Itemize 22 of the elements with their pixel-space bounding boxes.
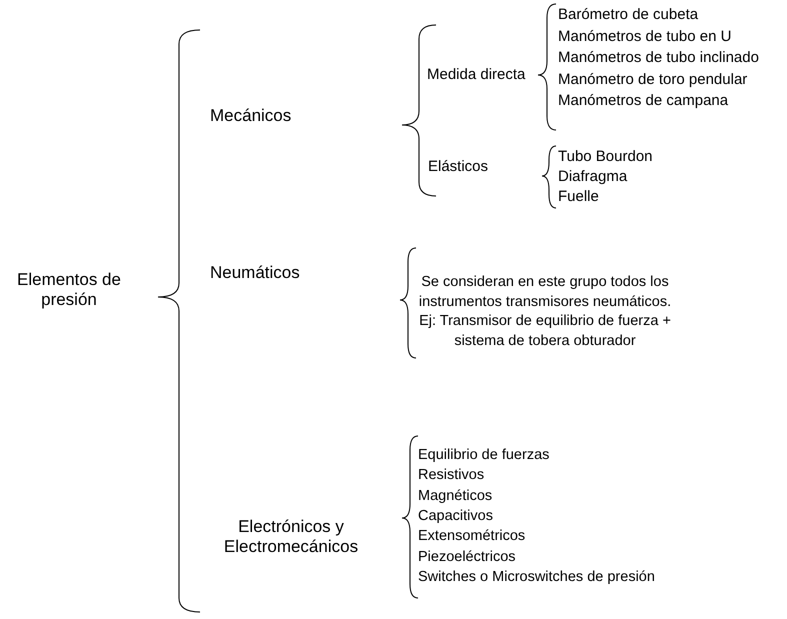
list-item: Fuelle <box>558 188 599 206</box>
list-item: Mecánicos <box>210 106 292 126</box>
category-heading: Electrónicos y Electromecánicos <box>222 517 360 558</box>
category-heading: Elementos de presión <box>16 270 122 311</box>
list-item: Manómetros de campana <box>558 92 728 110</box>
list-item: Diafragma <box>558 168 628 186</box>
list-item: Tubo Bourdon <box>558 148 653 166</box>
list-item: Resistivos <box>418 467 484 485</box>
list-item: Capacitivos <box>418 508 493 526</box>
list-item: Elásticos <box>428 158 488 176</box>
list-item: Manómetros de tubo inclinado <box>558 49 759 67</box>
list-item: Equilibrio de fuerzas <box>418 447 550 464</box>
list-item: Barómetro de cubeta <box>558 6 698 24</box>
list-item: Piezoeléctricos <box>418 548 516 566</box>
description-paragraph: Se consideran en este grupo todos los instrumentos transmisores neumáticos. Ej: Transmisor de equilibrio de fuerza + sistema de tobera obturador <box>418 273 672 350</box>
list-item: Neumáticos <box>210 263 300 284</box>
list-item: Magnéticos <box>418 488 492 505</box>
list-item: Manómetros de tubo en U <box>558 28 732 46</box>
list-item: Medida directa <box>427 66 526 84</box>
list-item: Manómetro de toro pendular <box>558 70 748 88</box>
list-item: Switches o Microswitches de presión <box>418 568 655 586</box>
list-item: Extensométricos <box>418 528 526 546</box>
